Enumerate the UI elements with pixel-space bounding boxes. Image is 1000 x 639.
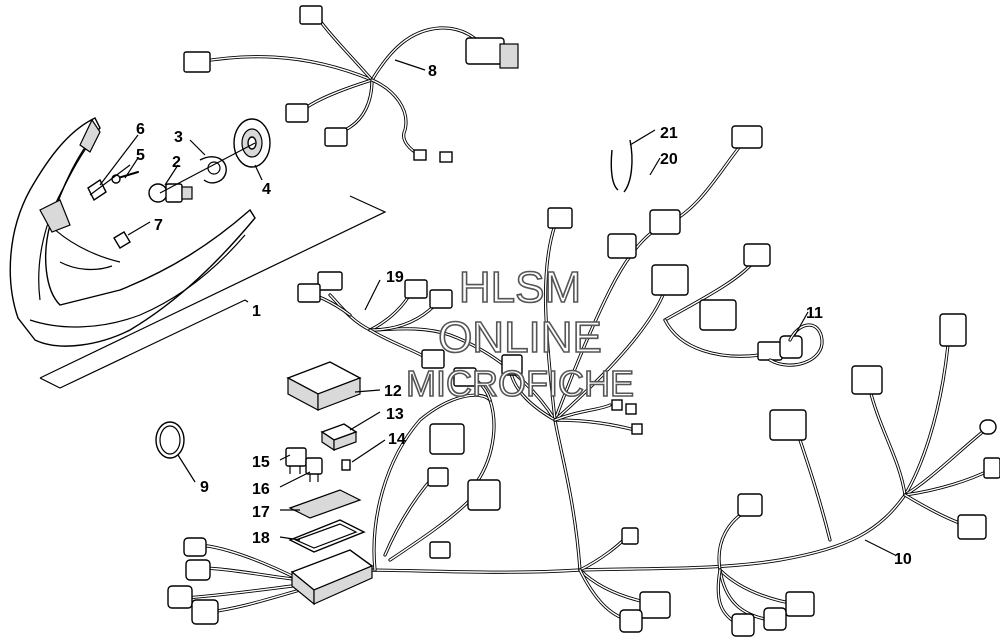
callout-5: 5 (136, 147, 145, 164)
callout-13: 13 (386, 406, 404, 423)
fuse-14 (341, 459, 351, 471)
relay-15 (285, 447, 307, 474)
callout-1: 1 (252, 303, 261, 320)
callout-11: 11 (806, 305, 823, 322)
callout-8: 8 (428, 63, 437, 80)
callout-12: 12 (384, 383, 402, 400)
leader-lines (99, 59, 896, 556)
part-21-clip (610, 139, 633, 193)
headlight-wiring-harness (183, 5, 519, 163)
callout-16: 16 (252, 481, 270, 498)
rubber-boot (233, 118, 271, 168)
callout-19: 19 (386, 269, 404, 286)
callout-6: 6 (136, 121, 145, 138)
watermark-line-1: HLSM (459, 263, 581, 312)
callout-21: 21 (660, 125, 678, 142)
callout-17: 17 (252, 504, 270, 521)
headlight-assembly (9, 117, 387, 389)
callout-4: 4 (262, 181, 271, 198)
ring-9 (155, 421, 185, 459)
relay-16 (305, 457, 323, 482)
callout-10: 10 (894, 551, 912, 568)
watermark-line-2: ONLINE (438, 313, 602, 362)
gasket-18 (288, 519, 366, 553)
main-wiring-harness (297, 125, 1000, 637)
bracket-part (113, 231, 131, 249)
label-17 (288, 489, 362, 519)
callout-9: 9 (200, 479, 209, 496)
callout-14: 14 (388, 431, 406, 448)
callout-20: 20 (660, 151, 678, 168)
callout-labels: 1 2 3 4 5 6 7 8 9 10 11 12 13 14 15 16 1… (136, 63, 912, 568)
bulb-retaining-clip (199, 156, 227, 184)
watermark-line-3: MICROFICHE (406, 363, 634, 404)
lower-left-connectors (167, 537, 302, 625)
watermark: HLSM ONLINE MICROFICHE (405, 262, 635, 405)
callout-15: 15 (252, 454, 270, 471)
part-11-sensor (768, 323, 824, 367)
callout-3: 3 (174, 129, 183, 146)
callout-18: 18 (252, 530, 270, 547)
relay-13 (320, 423, 358, 452)
callout-7: 7 (154, 217, 163, 234)
fuse-box (290, 549, 374, 606)
relay-box-12 (286, 361, 362, 411)
callout-2: 2 (172, 154, 181, 171)
bulb-part (148, 183, 193, 203)
